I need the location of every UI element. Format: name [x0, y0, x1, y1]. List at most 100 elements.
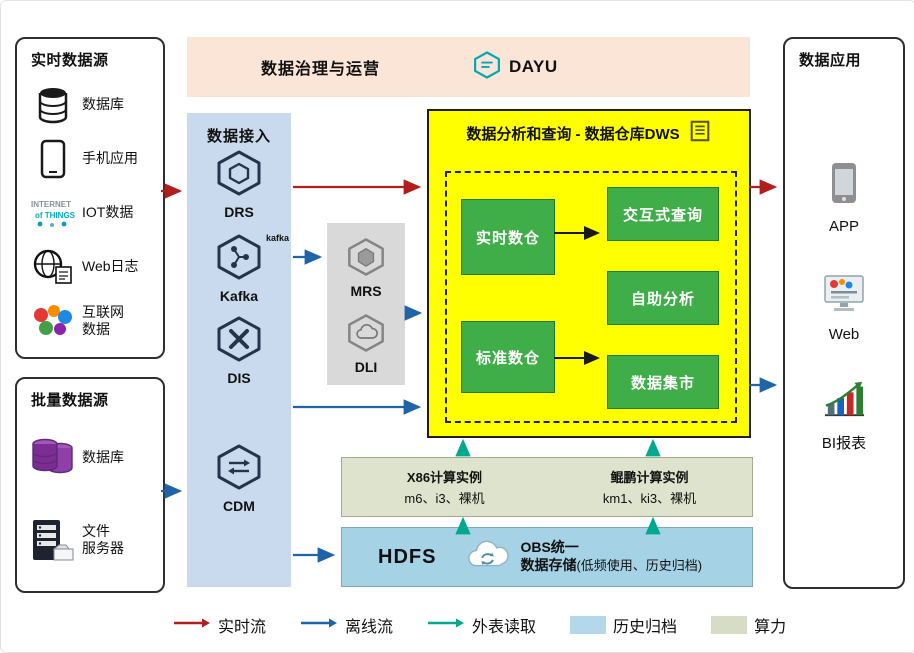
obs-text: OBS统一 数据存储(低频使用、历史归档)	[520, 538, 702, 577]
dws-node-data-mart: 数据集市	[607, 355, 719, 409]
dws-document-icon	[688, 119, 712, 148]
dws-node-standard-warehouse: 标准数仓	[461, 321, 555, 393]
obs-note: (低频使用、历史归档)	[576, 557, 703, 573]
legend-item-external-read: 外表读取	[427, 613, 536, 637]
source-item-fileserver: 文件 服务器	[29, 518, 163, 562]
dws-inner-boundary	[445, 171, 737, 423]
obs-title-line1: OBS统一	[520, 538, 579, 555]
dws-node-label: 数据集市	[630, 374, 695, 392]
dws-node-interactive-query: 交互式查询	[607, 187, 719, 241]
app-item-web: Web	[785, 273, 903, 343]
ingestion-item-drs: DRS	[187, 149, 291, 220]
dis-icon	[215, 315, 263, 368]
source-item-iot: INTERNET of THINGS IOT数据	[29, 194, 163, 232]
app-label: Web	[828, 326, 860, 343]
source-label: Web日志	[82, 258, 139, 275]
legend-label: 实时流	[218, 619, 267, 636]
mrs-icon	[346, 237, 386, 282]
source-item-database-batch: 数据库	[29, 436, 163, 480]
obs-title-line2: 数据存储	[520, 556, 577, 573]
legend-compute-swatch	[711, 616, 748, 634]
processing-item-mrs: MRS	[327, 237, 405, 299]
ingestion-item-dis: DIS	[187, 315, 291, 386]
dws-node-label: 标准数仓	[475, 349, 540, 367]
processing-label: MRS	[350, 283, 382, 299]
drs-icon	[215, 149, 263, 202]
compute-x86-title: X86计算实例	[406, 470, 483, 485]
legend-history-swatch	[570, 616, 607, 634]
processing-panel: MRS DLI	[327, 223, 405, 385]
ingestion-label: DRS	[224, 204, 254, 220]
hdfs-label: HDFS	[378, 545, 437, 568]
ingestion-panel: 数据接入 DRS kafk	[187, 113, 291, 587]
legend-item-compute-power: 算力	[711, 613, 786, 637]
dli-icon	[346, 313, 386, 358]
app-phone-icon	[829, 161, 859, 210]
obs-cloud-icon	[462, 537, 514, 578]
app-item-app: APP	[785, 161, 903, 235]
file-server-icon	[29, 518, 77, 562]
realtime-sources-title: 实时数据源	[31, 52, 109, 69]
internet-data-icon	[29, 303, 77, 339]
compute-x86-subtitle: m6、i3、裸机	[404, 491, 485, 506]
source-item-weblog: Web日志	[29, 248, 163, 286]
dws-node-label: 交互式查询	[622, 206, 703, 224]
compute-kunpeng-title: 鲲鹏计算实例	[610, 470, 689, 485]
database-purple-icon	[29, 436, 77, 480]
ingestion-item-kafka: kafka Kafka	[187, 233, 291, 304]
iot-icon: INTERNET of THINGS	[29, 196, 77, 230]
compute-kunpeng: 鲲鹏计算实例 km1、ki3、裸机	[547, 458, 752, 516]
mobile-icon	[29, 139, 77, 179]
web-icon	[821, 273, 867, 318]
batch-sources-panel: 批量数据源 数据库	[15, 377, 165, 593]
storage-bar: HDFS OBS统一 数据存储(低频使用、历史归档)	[341, 527, 753, 587]
batch-sources-title: 批量数据源	[31, 392, 109, 409]
cdm-icon	[215, 443, 263, 496]
source-label: 互联网 数据	[82, 303, 124, 338]
applications-title: 数据应用	[799, 52, 862, 69]
dws-node-realtime-warehouse: 实时数仓	[461, 199, 555, 275]
dws-node-label: 自助分析	[630, 290, 695, 308]
app-item-bi: BI报表	[785, 379, 903, 453]
dws-node-self-analysis: 自助分析	[607, 271, 719, 325]
source-label: 数据库	[82, 96, 124, 113]
ingestion-item-cdm: CDM	[187, 443, 291, 514]
applications-panel: 数据应用 APP	[783, 37, 905, 589]
processing-label: DLI	[354, 359, 378, 375]
legend-label: 历史归档	[613, 619, 678, 636]
legend: 实时流 离线流 外表读取 历史归档 算力	[173, 613, 786, 637]
app-label: BI报表	[821, 435, 867, 452]
kafka-icon: kafka	[215, 233, 289, 286]
ingestion-label: CDM	[223, 498, 255, 514]
app-label: APP	[828, 218, 859, 235]
legend-teal-arrow-icon	[427, 616, 465, 634]
web-log-icon	[29, 248, 77, 286]
source-label: 文件 服务器	[82, 522, 124, 557]
legend-label: 算力	[754, 619, 787, 636]
legend-item-history-archive: 历史归档	[570, 613, 677, 637]
legend-item-offline-flow: 离线流	[300, 613, 393, 637]
realtime-sources-panel: 实时数据源 数据库 手机应用	[15, 37, 165, 359]
legend-label: 离线流	[345, 619, 394, 636]
dws-title: 数据分析和查询 - 数据仓库DWS	[466, 126, 680, 143]
source-label: 手机应用	[82, 150, 138, 167]
processing-item-dli: DLI	[327, 313, 405, 375]
dayu-brand: DAYU	[472, 50, 558, 85]
dws-panel: 数据分析和查询 - 数据仓库DWS 实时数仓 标准数仓 交互式查询 自助分析	[427, 109, 751, 438]
dws-header: 数据分析和查询 - 数据仓库DWS	[429, 119, 749, 148]
ingestion-label: Kafka	[219, 288, 259, 304]
ingestion-label: DIS	[227, 370, 251, 386]
governance-bar: 数据治理与运营 DAYU	[187, 37, 750, 97]
source-item-database: 数据库	[29, 86, 163, 124]
ingestion-title: 数据接入	[206, 128, 271, 145]
svg-text:of THINGS: of THINGS	[35, 211, 76, 220]
compute-kunpeng-subtitle: km1、ki3、裸机	[602, 491, 697, 506]
dayu-icon	[472, 50, 502, 85]
governance-title: 数据治理与运营	[261, 61, 381, 78]
source-item-mobile: 手机应用	[29, 139, 163, 179]
svg-text:INTERNET: INTERNET	[31, 200, 71, 209]
dayu-label: DAYU	[509, 57, 558, 76]
compute-x86: X86计算实例 m6、i3、裸机	[342, 458, 547, 516]
source-label: IOT数据	[82, 204, 134, 221]
